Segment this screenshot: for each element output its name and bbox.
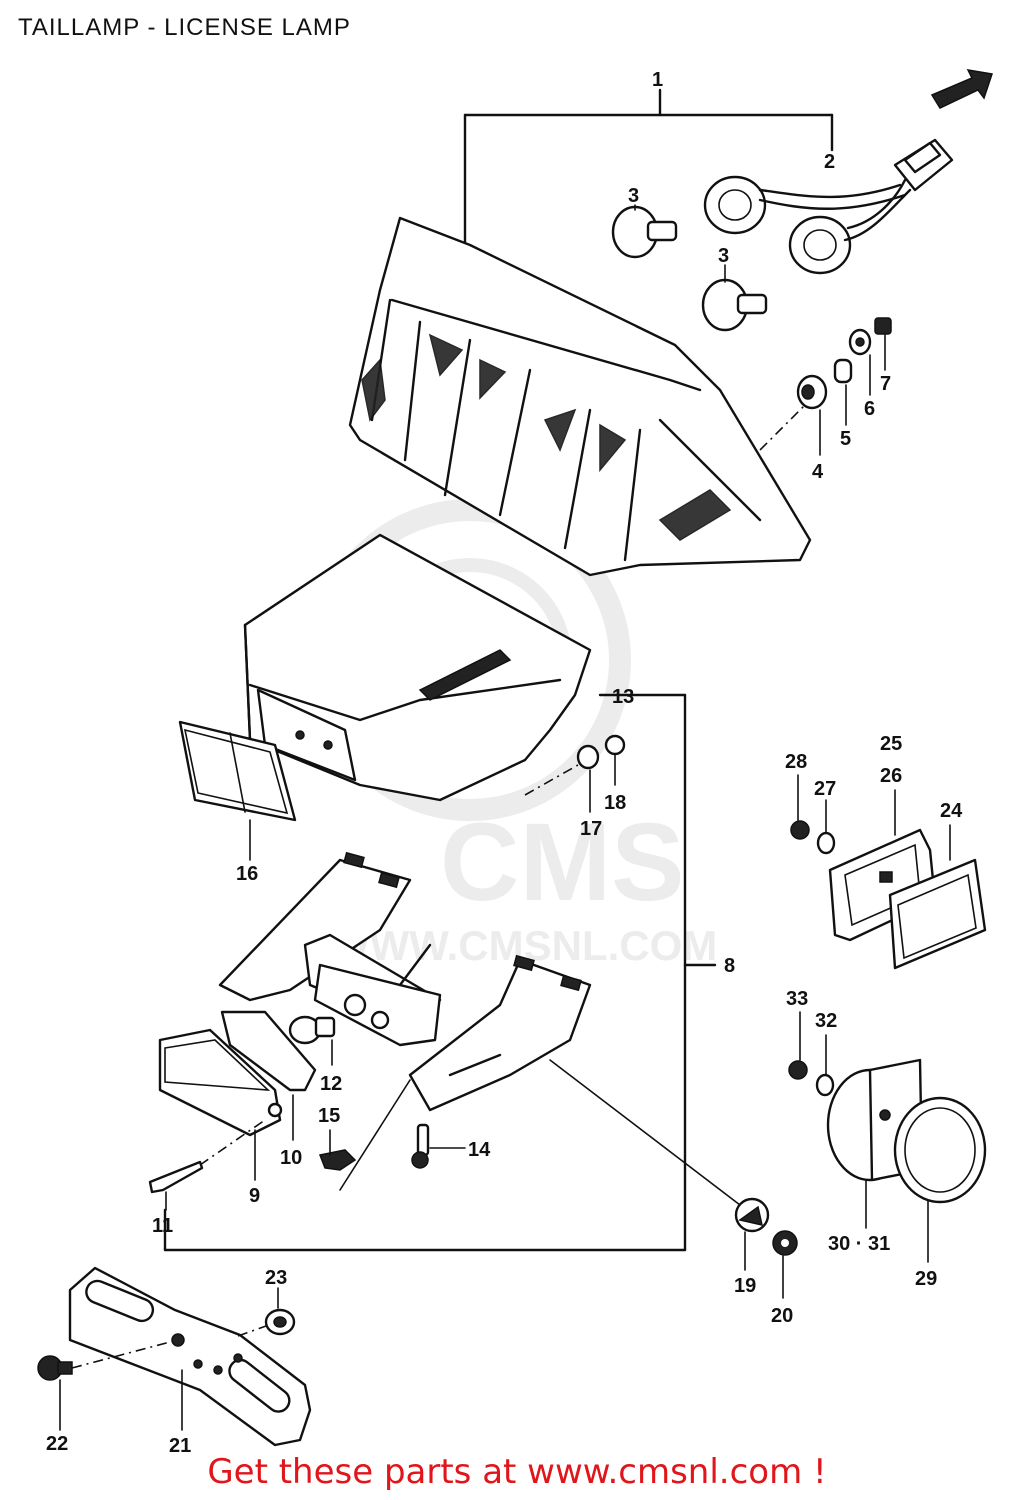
callout-12: 12: [320, 1073, 342, 1095]
nut-18: [604, 734, 626, 756]
callout-28: 28: [785, 751, 807, 773]
callout-19: 19: [734, 1275, 756, 1297]
bulb-12: [288, 1015, 336, 1045]
callout-29: 29: [915, 1268, 937, 1290]
callout-7: 7: [880, 373, 891, 395]
page-title: TAILLAMP - LICENSE LAMP: [18, 14, 351, 41]
washer-27: [816, 831, 836, 855]
callout-33: 33: [786, 988, 808, 1010]
callout-23: 23: [265, 1267, 287, 1289]
callout-13: 13: [612, 686, 634, 708]
washer-6: [848, 328, 872, 356]
socket-harness: [703, 138, 954, 275]
callout-15: 15: [318, 1105, 340, 1127]
nut-28: [790, 820, 810, 840]
callout-18: 18: [604, 792, 626, 814]
callout-3a: 3: [628, 185, 639, 207]
round-reflector-base: [826, 1058, 924, 1182]
watermark-brand: CMS: [440, 801, 684, 924]
gasket-10: [220, 1010, 317, 1092]
bulb-upper: [611, 205, 678, 259]
bulb-lower: [701, 278, 768, 332]
callout-26: 26: [880, 765, 902, 787]
callout-10: 10: [280, 1147, 302, 1169]
callout-27: 27: [814, 778, 836, 800]
side-reflector-lens: [888, 858, 987, 970]
callout-30-31: 30 · 31: [828, 1233, 890, 1255]
taillamp-housing: [348, 216, 812, 577]
callout-4: 4: [812, 461, 824, 483]
lower-cover: [243, 533, 592, 802]
callout-24: 24: [940, 800, 963, 822]
callout-3b: 3: [718, 245, 729, 267]
round-reflector-lens: [893, 1096, 987, 1204]
callouts: 1 2 3 3 4 5 6 7 8 9 10 11 12 13 14 15 16…: [46, 69, 963, 1457]
license-plate-bracket: [68, 1266, 312, 1447]
washer-32: [815, 1073, 835, 1097]
screw-11: [148, 1160, 204, 1194]
callout-14: 14: [468, 1139, 491, 1161]
nut-7: [874, 317, 892, 335]
callout-22: 22: [46, 1433, 68, 1455]
callout-16: 16: [236, 863, 258, 885]
front-arrow-icon: [930, 69, 993, 109]
callout-11: 11: [152, 1215, 173, 1237]
collar-5: [833, 358, 853, 384]
callout-2: 2: [824, 151, 835, 173]
callout-21: 21: [169, 1435, 191, 1457]
callout-17: 17: [580, 818, 602, 840]
callout-1: 1: [652, 69, 663, 91]
clip-15: [318, 1149, 357, 1171]
footer-link[interactable]: Get these parts at www.cmsnl.com !: [207, 1452, 827, 1492]
callout-32: 32: [815, 1010, 837, 1032]
bolt-22: [37, 1355, 73, 1381]
callout-9: 9: [249, 1185, 260, 1207]
nut-23: [264, 1308, 296, 1336]
callout-5: 5: [840, 428, 851, 450]
bracket-assembly: [218, 851, 592, 1112]
bracket-8: [163, 693, 717, 1252]
callout-8: 8: [724, 955, 735, 977]
grommet-4: [796, 374, 828, 410]
license-lamp-lens: [158, 1028, 283, 1137]
callout-25: 25: [880, 733, 902, 755]
callout-20: 20: [771, 1305, 793, 1327]
callout-6: 6: [864, 398, 875, 420]
reflector-16: [178, 720, 297, 822]
leader-lines: [59, 204, 951, 1431]
washer-17: [576, 744, 600, 770]
bracket-1: [463, 88, 834, 247]
cushion-19: [734, 1197, 770, 1233]
nut-33: [788, 1060, 808, 1080]
screw-14: [411, 1123, 430, 1169]
nut-20: [772, 1230, 798, 1256]
